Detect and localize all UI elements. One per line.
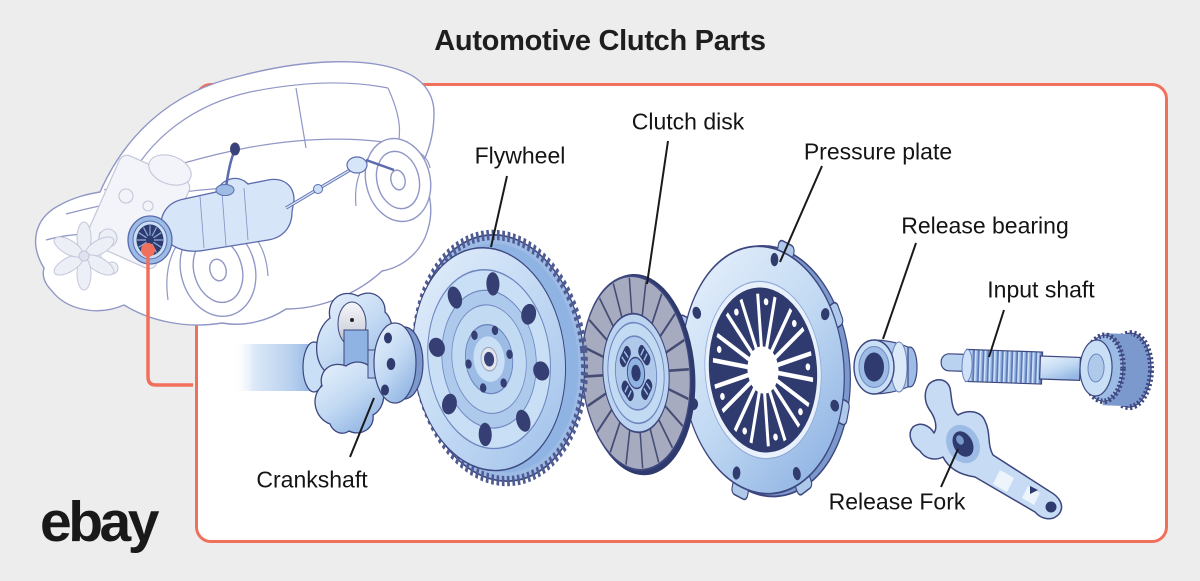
leader-lines (349, 140, 1005, 488)
page-title: Automotive Clutch Parts (434, 25, 766, 57)
leader-release-bearing (882, 242, 917, 340)
label-pressure-plate: Pressure plate (803, 138, 953, 165)
label-input-shaft: Input shaft (987, 276, 1095, 303)
flywheel-illustration (411, 229, 589, 487)
car-drivetrain-inset (34, 61, 435, 326)
clutch-disk-illustration (581, 273, 696, 476)
leader-pressure-plate (779, 165, 823, 263)
pressure-plate-illustration (675, 238, 851, 502)
crankshaft-illustration (233, 292, 424, 434)
leader-release-fork (940, 448, 959, 488)
release-bearing-illustration (853, 339, 918, 395)
callout-connector (141, 243, 193, 387)
leader-crankshaft (349, 397, 375, 458)
leader-input-shaft (988, 309, 1005, 358)
leader-clutch-disk (646, 140, 669, 285)
car-clutch-highlight (127, 215, 173, 265)
release-fork-illustration (909, 379, 1063, 520)
input-shaft-illustration (940, 330, 1155, 411)
label-crankshaft: Crankshaft (256, 466, 368, 493)
engine-fan (53, 221, 115, 291)
label-release-bearing: Release bearing (901, 212, 1069, 239)
label-clutch-disk: Clutch disk (631, 108, 745, 135)
label-release-fork: Release Fork (828, 488, 966, 515)
leader-flywheel (490, 175, 508, 248)
transmission-outline (160, 142, 395, 252)
ebay-logo: ebay (40, 490, 159, 554)
callout-dot (141, 243, 155, 257)
label-flywheel: Flywheel (474, 142, 566, 169)
